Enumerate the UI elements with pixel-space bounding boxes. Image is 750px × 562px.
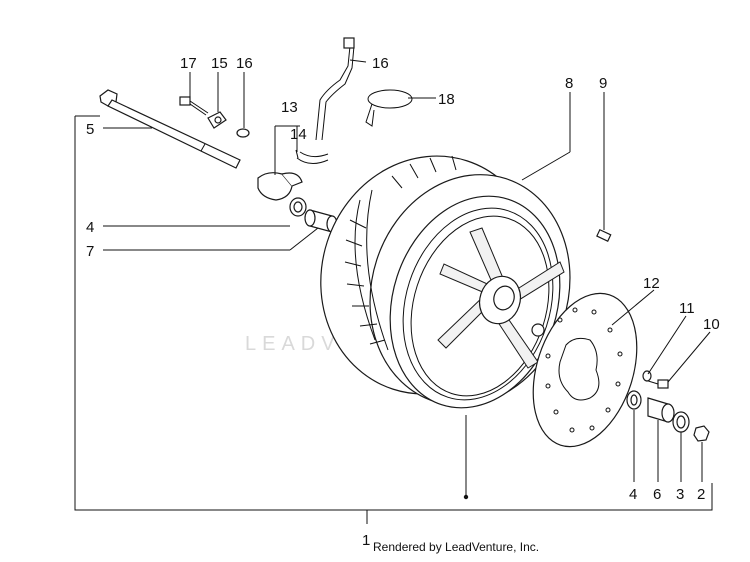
callout-11: 11 [679, 300, 695, 317]
callout-15: 15 [211, 55, 228, 72]
callout-6: 6 [653, 486, 661, 503]
callout-1: 1 [362, 532, 370, 549]
callout-17: 17 [180, 55, 197, 72]
right-side-parts [626, 370, 710, 442]
callout-labels: 1 2 3 4 4 5 6 7 8 9 10 11 12 13 14 15 16… [86, 55, 720, 549]
callout-14: 14 [290, 126, 307, 143]
bracket-lines [74, 115, 713, 524]
callout-5: 5 [86, 121, 94, 138]
wheel-rim [389, 195, 561, 409]
callout-16-top: 16 [236, 55, 253, 72]
wire-clip [365, 89, 413, 127]
leader-lines [103, 59, 711, 500]
callout-13: 13 [281, 99, 298, 116]
callout-4-right: 4 [629, 486, 637, 503]
credit-text: Rendered by LeadVenture, Inc. [373, 540, 540, 554]
left-bearing-and-spacer [289, 197, 338, 233]
callout-10: 10 [703, 316, 720, 333]
brake-disc [532, 292, 638, 448]
callout-3: 3 [676, 486, 684, 503]
valve-part [596, 228, 612, 242]
callout-2: 2 [697, 486, 705, 503]
axle-part [99, 89, 241, 169]
callout-16-cable: 16 [372, 55, 389, 72]
callout-9: 9 [599, 75, 607, 92]
callout-4-left: 4 [86, 219, 94, 236]
callout-7: 7 [86, 243, 94, 260]
callout-12: 12 [643, 275, 660, 292]
callout-8: 8 [565, 75, 573, 92]
wheel-spokes-hub [437, 227, 565, 369]
speedometer-drive [257, 37, 355, 201]
callout-18: 18 [438, 91, 455, 108]
small-fasteners-top [179, 96, 250, 138]
